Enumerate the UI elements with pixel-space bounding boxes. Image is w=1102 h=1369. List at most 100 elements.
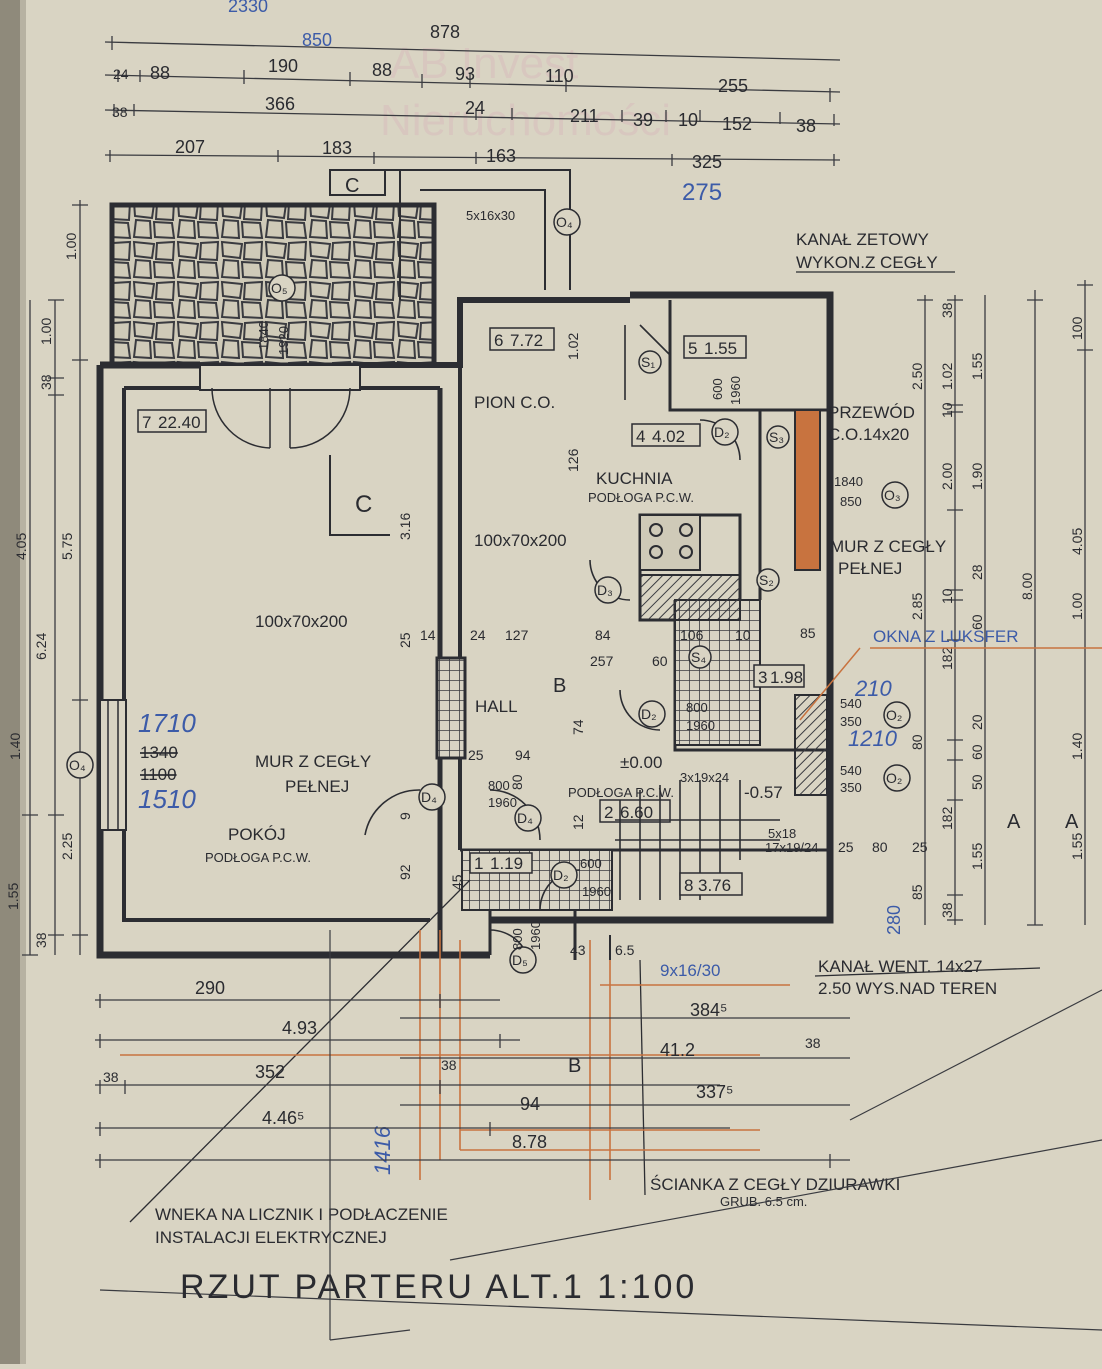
svg-text:80: 80 <box>909 734 925 750</box>
svg-text:350: 350 <box>840 780 862 795</box>
svg-text:1.55: 1.55 <box>1069 833 1085 860</box>
room-area-5: 1.55 <box>704 339 737 358</box>
svg-text:24: 24 <box>113 66 129 82</box>
svg-text:2: 2 <box>604 803 613 822</box>
svg-text:O₄: O₄ <box>69 757 86 773</box>
svg-text:3: 3 <box>758 668 767 687</box>
svg-text:50: 50 <box>969 774 985 790</box>
mur-pelnej-right: MUR Z CEGŁY <box>830 537 946 556</box>
svg-text:B: B <box>553 675 566 697</box>
scianka-label: ŚCIANKA Z CEGŁY DZIURAWKI <box>650 1175 900 1194</box>
room-floor-kuchnia: PODŁOGA P.C.W. <box>588 490 694 505</box>
svg-text:WYKON.Z CEGŁY: WYKON.Z CEGŁY <box>796 253 938 272</box>
dim-top-total: 878 <box>430 22 460 42</box>
svg-text:1.02: 1.02 <box>939 363 955 390</box>
svg-text:PEŁNEJ: PEŁNEJ <box>285 777 349 796</box>
svg-text:D₂: D₂ <box>714 424 730 440</box>
svg-text:2330: 2330 <box>228 0 268 16</box>
svg-text:25: 25 <box>838 839 854 855</box>
svg-text:1100: 1100 <box>140 765 177 784</box>
svg-text:110: 110 <box>545 66 574 86</box>
svg-text:24: 24 <box>470 627 486 643</box>
svg-text:9x16/30: 9x16/30 <box>660 961 721 980</box>
hand-275: 275 <box>682 179 722 206</box>
svg-text:5x16x30: 5x16x30 <box>466 208 515 223</box>
svg-text:D₂: D₂ <box>641 706 657 722</box>
room-area-8: 3.76 <box>698 876 731 895</box>
svg-text:38: 38 <box>441 1057 457 1073</box>
svg-text:B: B <box>568 1055 581 1077</box>
svg-text:182: 182 <box>939 806 955 830</box>
svg-text:210: 210 <box>854 676 892 701</box>
svg-text:290: 290 <box>195 978 225 998</box>
svg-text:14: 14 <box>420 627 436 643</box>
svg-text:1510: 1510 <box>138 784 196 814</box>
room-area-1: 1.19 <box>490 854 523 873</box>
room-pokoj: POKÓJ PODŁOGA P.C.W. 7 22.40 <box>137 409 311 865</box>
svg-text:4: 4 <box>636 427 645 446</box>
svg-text:100x70x200: 100x70x200 <box>474 531 567 550</box>
svg-text:88: 88 <box>150 63 170 83</box>
svg-text:S₂: S₂ <box>759 572 774 588</box>
svg-text:A: A <box>1007 811 1021 833</box>
svg-text:1.00: 1.00 <box>38 318 54 345</box>
svg-text:384⁵: 384⁵ <box>690 1000 728 1020</box>
svg-text:1210: 1210 <box>848 726 898 751</box>
svg-text:94: 94 <box>515 747 531 763</box>
svg-text:C: C <box>345 175 359 197</box>
svg-text:800: 800 <box>510 928 525 950</box>
svg-text:106: 106 <box>680 627 704 643</box>
svg-text:45: 45 <box>449 874 465 890</box>
svg-text:2.25: 2.25 <box>59 833 75 860</box>
svg-text:1.00: 1.00 <box>63 233 79 260</box>
svg-text:152: 152 <box>722 114 752 134</box>
svg-text:3x19x24: 3x19x24 <box>680 770 729 785</box>
svg-text:850: 850 <box>840 494 862 509</box>
room-area-kuchnia: 4.02 <box>652 427 685 446</box>
svg-text:4.93: 4.93 <box>282 1018 317 1038</box>
svg-text:92: 92 <box>397 864 413 880</box>
svg-text:17x19/24: 17x19/24 <box>765 840 819 855</box>
svg-text:D₂: D₂ <box>553 867 569 883</box>
svg-text:80: 80 <box>509 774 525 790</box>
svg-text:D₅: D₅ <box>512 952 528 968</box>
svg-text:4.05: 4.05 <box>1069 528 1085 555</box>
svg-text:800: 800 <box>686 700 708 715</box>
wneka-label: WNEKA NA LICZNIK I PODŁACZENIE <box>155 1205 448 1224</box>
svg-text:O₅: O₅ <box>271 280 288 296</box>
svg-text:S₃: S₃ <box>769 429 784 445</box>
svg-text:352: 352 <box>255 1062 285 1082</box>
svg-text:84: 84 <box>595 627 611 643</box>
svg-text:38: 38 <box>33 932 49 948</box>
svg-text:24: 24 <box>465 98 485 118</box>
svg-text:25: 25 <box>912 839 928 855</box>
svg-text:1960: 1960 <box>528 921 543 950</box>
svg-text:74: 74 <box>570 719 586 735</box>
svg-text:325: 325 <box>692 152 722 172</box>
svg-text:1.55: 1.55 <box>969 843 985 870</box>
svg-text:211: 211 <box>570 106 599 126</box>
svg-text:1960: 1960 <box>582 884 611 899</box>
svg-text:3.16: 3.16 <box>397 513 413 540</box>
svg-text:1840: 1840 <box>256 321 271 350</box>
svg-text:2.00: 2.00 <box>939 463 955 490</box>
level-zero: ±0.00 <box>620 753 662 772</box>
svg-text:D₄: D₄ <box>421 789 437 805</box>
svg-text:366: 366 <box>265 94 295 114</box>
chimney-left <box>435 656 467 760</box>
right-dimension-lines <box>917 280 1093 926</box>
svg-text:60: 60 <box>969 614 985 630</box>
room-floor-hall: PODŁOGA P.C.W. <box>568 785 674 800</box>
mur-pelnej-left: MUR Z CEGŁY <box>255 752 371 771</box>
svg-text:O₂: O₂ <box>886 770 902 786</box>
svg-text:600: 600 <box>710 378 725 400</box>
svg-text:126: 126 <box>565 448 581 472</box>
svg-text:207: 207 <box>175 137 205 157</box>
level-minus: -0.57 <box>744 783 783 802</box>
svg-text:280: 280 <box>884 905 904 935</box>
svg-text:2.85: 2.85 <box>909 593 925 620</box>
svg-text:190: 190 <box>268 56 298 76</box>
svg-text:38: 38 <box>939 902 955 918</box>
svg-text:2.50 WYS.NAD TEREN: 2.50 WYS.NAD TEREN <box>818 979 997 998</box>
svg-text:1960: 1960 <box>686 718 715 733</box>
